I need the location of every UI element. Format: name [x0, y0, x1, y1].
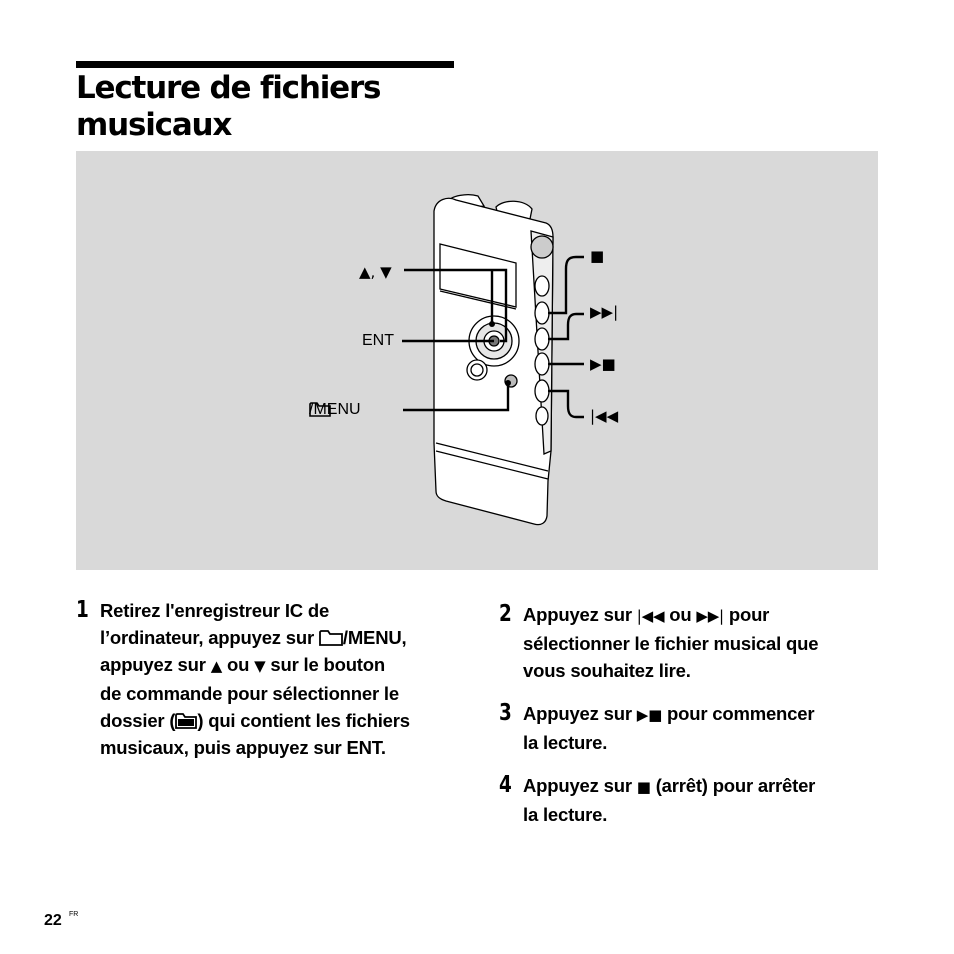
side-button-6: [535, 406, 549, 426]
label-stop: ■: [590, 247, 605, 265]
step-3-line: pour commencer: [662, 703, 815, 724]
step-1-line: sur le bouton: [265, 654, 385, 675]
display-window: [439, 243, 517, 308]
step-3-number: 3: [499, 700, 512, 726]
down-arrow-icon: ▼: [254, 657, 266, 675]
step-1-number: 1: [76, 597, 89, 623]
side-button-stop: [534, 301, 550, 325]
step-1-line: de commande pour sélectionner le: [100, 683, 399, 704]
label-prev: |◀◀: [590, 407, 619, 425]
step-1-line: l’ordinateur, appuyez sur: [100, 627, 319, 648]
stop-icon: ■: [636, 778, 651, 796]
folder-icon: [319, 630, 343, 646]
next-icon: ▶▶|: [696, 607, 724, 625]
step-4-text: Appuyez sur ■ (arrêt) pour arrêter la le…: [523, 772, 815, 828]
step-2-line: Appuyez sur: [523, 604, 637, 625]
play-stop-icon: ▶■: [636, 706, 663, 724]
step-1-line: /MENU,: [342, 627, 407, 648]
step-1-line: ou: [222, 654, 255, 675]
step-2-line: ou: [664, 604, 697, 625]
step-4-line: Appuyez sur: [523, 775, 637, 796]
recorder-drawing: [402, 194, 584, 526]
music-folder-icon: [175, 713, 198, 729]
step-2-text: Appuyez sur |◀◀ ou ▶▶| pour sélectionner…: [523, 601, 818, 684]
step-1-line: dossier (: [100, 710, 176, 731]
folder-icon: [309, 402, 331, 417]
side-button-1: [534, 275, 550, 297]
step-3-text: Appuyez sur ▶■ pour commencer la lecture…: [523, 700, 815, 756]
page-title-line1: Lecture de fichiers: [76, 70, 382, 106]
step-3-line: la lecture.: [523, 732, 608, 753]
step-1-line: appuyez sur: [100, 654, 211, 675]
page-number: 22: [44, 912, 62, 929]
device-illustration: ▲, ▼ ENT /MENU ■ ▶▶| ▶■ |◀◀: [76, 151, 878, 570]
step-1-text: Retirez l'enregistreur IC de l’ordinateu…: [100, 597, 410, 761]
step-4-line: la lecture.: [523, 804, 608, 825]
label-play-stop: ▶■: [590, 355, 616, 373]
up-arrow-icon: ▲: [210, 657, 223, 675]
previous-icon: |◀◀: [636, 607, 665, 625]
label-up-down: ▲, ▼: [359, 263, 392, 281]
step-2-line: sélectionner le fichier musical que: [523, 633, 819, 654]
side-button-next: [534, 327, 550, 351]
step-3-line: Appuyez sur: [523, 703, 637, 724]
microphone-grille: [530, 235, 554, 259]
step-2-line: vous souhaitez lire.: [523, 660, 691, 681]
step-1-line: Retirez l'enregistreur IC de: [100, 600, 330, 621]
page-title: Lecture de fichiers musicaux: [76, 70, 496, 144]
side-button-play: [534, 352, 550, 376]
step-2-line: pour: [723, 604, 770, 625]
label-ent: ENT: [362, 332, 394, 349]
step-1-line: musicaux, puis appuyez sur ENT.: [100, 737, 386, 758]
page-title-line2: musicaux: [76, 107, 232, 143]
step-4-line: (arrêt) pour arrêter: [650, 775, 816, 796]
step-1-line: ) qui contient les fichiers: [197, 710, 410, 731]
title-rule: [76, 61, 454, 68]
page-language: FR: [69, 911, 79, 918]
step-4-number: 4: [499, 772, 512, 798]
label-next: ▶▶|: [590, 303, 619, 321]
side-button-prev: [534, 379, 550, 403]
label-menu: /MENU: [309, 401, 361, 419]
step-2-number: 2: [499, 601, 512, 627]
